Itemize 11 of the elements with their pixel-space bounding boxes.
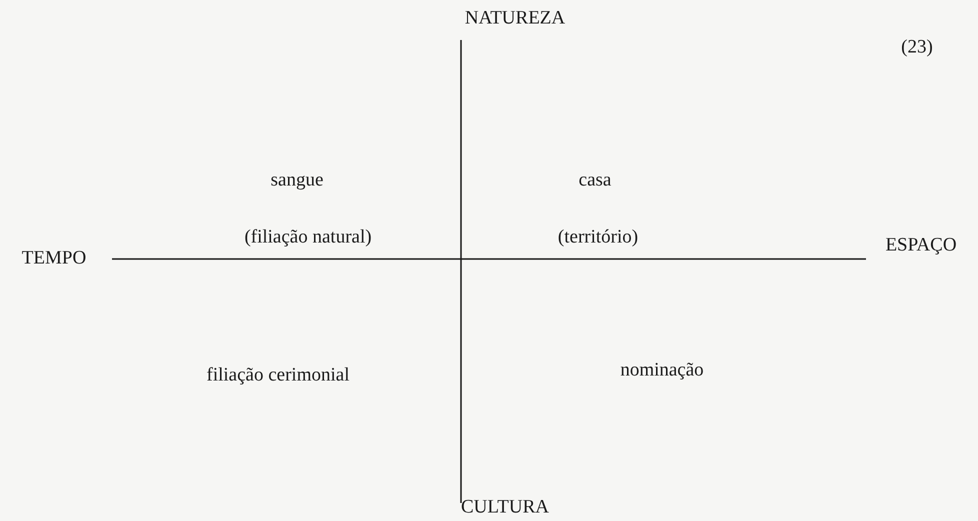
- equation-number: (23): [901, 38, 933, 58]
- quadrant-label: nominação: [620, 360, 704, 382]
- quadrant-label: filiação cerimonial: [206, 366, 350, 386]
- quadrant-label: (território): [558, 228, 638, 248]
- quadrant-label: (filiação natural): [244, 228, 372, 248]
- quadrant-label: casa: [578, 170, 612, 192]
- axis-label: CULTURA: [461, 498, 549, 518]
- axis-label: ESPAÇO: [885, 236, 957, 256]
- quadrant-label: sangue: [270, 170, 324, 192]
- axis-label: TEMPO: [22, 248, 86, 270]
- axis-label: NATUREZA: [464, 8, 566, 30]
